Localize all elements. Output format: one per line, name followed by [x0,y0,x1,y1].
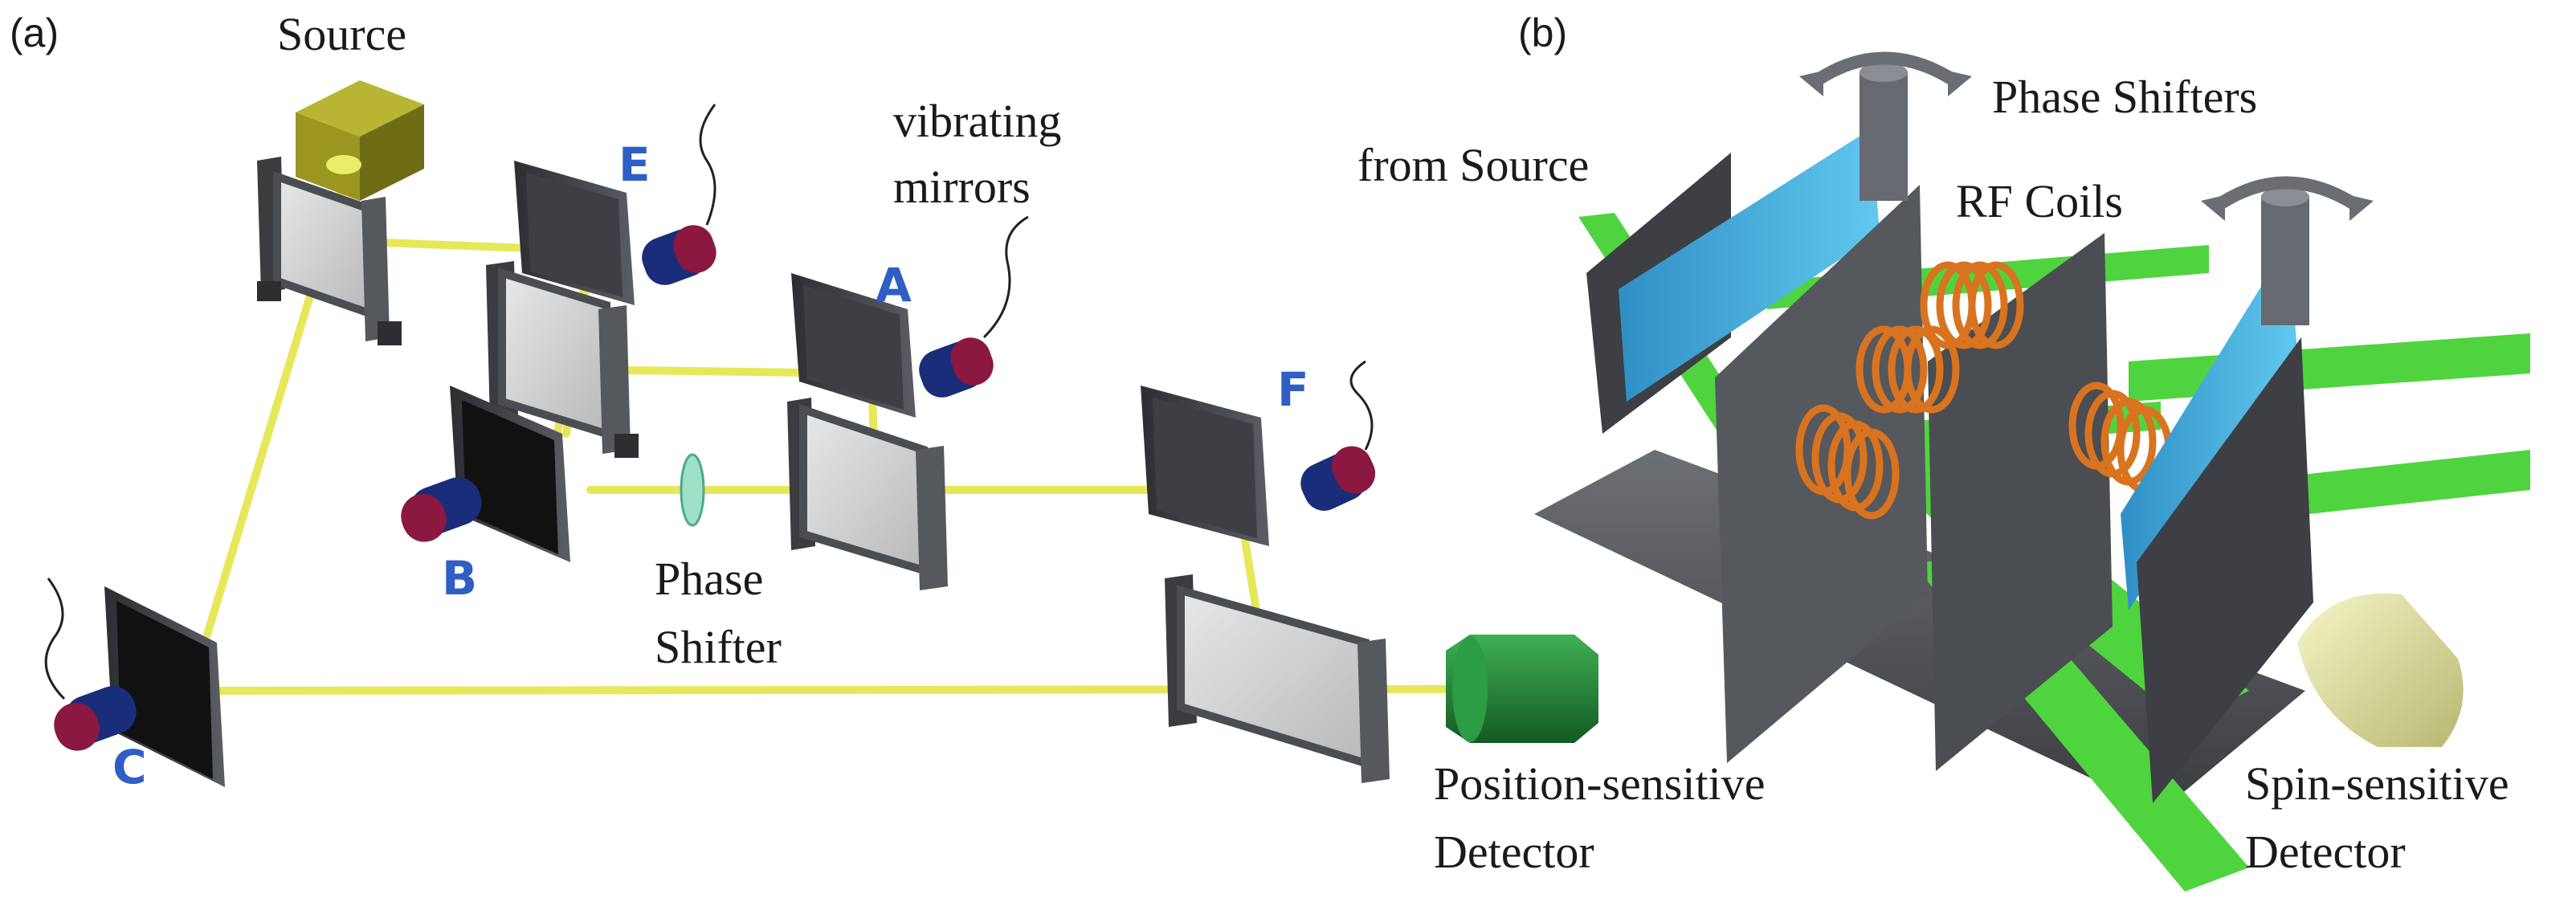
label-spin-2: Detector [2245,826,2406,878]
mirror-source-side [257,157,402,345]
plate-right [2137,337,2313,803]
panel-a-tag: (a) [10,10,59,55]
phase-shifter-knob-1 [1799,51,1972,201]
label-detector-2: Detector [1434,826,1594,878]
mirror-f-lower [1165,574,1390,783]
label-phase-shifters: Phase Shifters [1992,71,2257,123]
mirror-letter-c: C [112,740,147,794]
label-from-source: from Source [1357,139,1589,191]
panel-a: E A F [10,8,1765,878]
mirror-e-lower [486,261,639,458]
rf-coils [1795,261,2173,520]
mirror-e: E [514,104,716,305]
phase-shifter-disc [680,453,705,527]
label-detector-1: Position-sensitive [1434,757,1765,810]
label-rf-coils: RF Coils [1956,175,2123,227]
blue-plate-left [1619,129,1880,402]
label-spin-1: Spin-sensitive [2245,757,2509,810]
label-vibrating-2: mirrors [893,161,1031,213]
panel-b-tag: (b) [1518,10,1567,55]
mirror-b: B [401,386,570,606]
position-sensitive-detector [1446,635,1598,743]
mirror-letter-e: E [618,137,651,192]
label-vibrating-1: vibrating [893,95,1061,147]
plate-middle-2 [1928,233,2113,771]
mirror-letter-f: F [1277,362,1309,417]
blue-plate-right [2121,241,2297,610]
mirror-letter-a: A [876,258,912,312]
mirror-a-lower [787,398,948,590]
panel-b: (b) Phase Shifters from Source RF Coils … [1357,10,2530,892]
mirror-c: C [44,578,225,794]
label-source: Source [277,8,406,60]
phase-shifter-knob-2 [2201,176,2374,325]
source-box [296,80,424,201]
mirror-letter-b: B [442,551,477,606]
mirror-f: F [1141,360,1376,546]
mirror-a: A [791,215,1029,418]
label-phase-2: Shifter [655,621,782,673]
label-phase-1: Phase [655,553,763,605]
spin-sensitive-detector [2297,593,2464,747]
